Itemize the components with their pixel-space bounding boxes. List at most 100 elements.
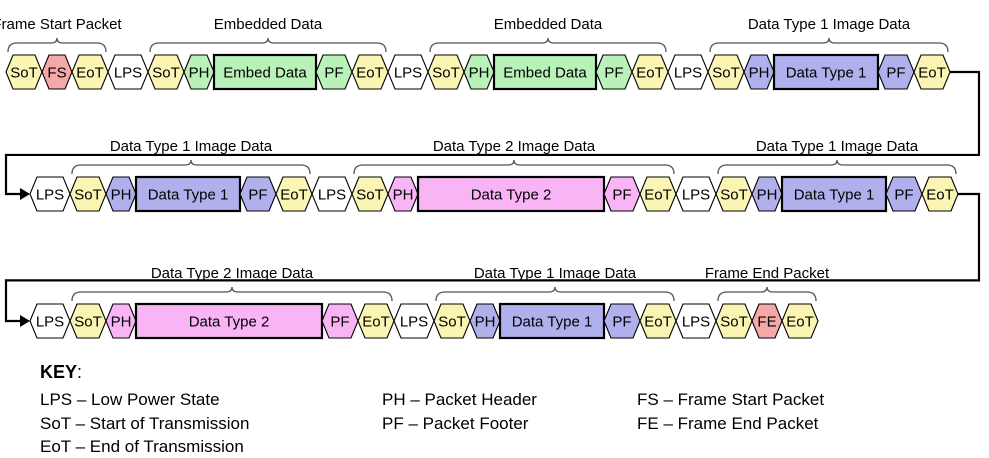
sot-packet-label: SoT	[432, 65, 460, 82]
lps-packet-label: LPS	[36, 187, 64, 204]
key-title: KEY:	[40, 362, 83, 382]
connector-line	[4, 70, 981, 196]
lps-packet-label: LPS	[394, 65, 422, 82]
sot-packet-label: SoT	[74, 187, 102, 204]
sot-packet-label: SoT	[712, 65, 740, 82]
pf-packet-label: PF	[886, 65, 905, 82]
pf-packet-label: PF	[612, 187, 631, 204]
key-entry-fs: FS – Frame Start Packet	[637, 390, 825, 409]
payload-data-type-2	[416, 175, 606, 213]
sot-packet-label: SoT	[720, 314, 748, 331]
sot-packet-label: SoT	[720, 187, 748, 204]
bracket-data-type-1-image-data: Data Type 1 Image Data	[709, 16, 949, 53]
key-legend: KEY: LPS – Low Power State SoT – Start o…	[40, 362, 980, 458]
lps-packet-label: LPS	[682, 187, 710, 204]
payload-embed-data-label: Embed Data	[223, 65, 307, 82]
ph-packet-label: PH	[475, 314, 496, 331]
eot-packet-label: EoT	[636, 65, 664, 82]
payload-data-type-1-label: Data Type 1	[786, 65, 867, 82]
eot-packet-label: EoT	[644, 314, 672, 331]
bracket-label: Data Type 1 Image Data	[748, 16, 911, 33]
pf-packet-label: PF	[894, 187, 913, 204]
key-entry-lps: LPS – Low Power State	[40, 390, 220, 409]
payload-embed-data-label: Embed Data	[503, 65, 587, 82]
pf-packet-label: PF	[604, 65, 623, 82]
bracket-data-type-2-image-data: Data Type 2 Image Data	[353, 138, 675, 175]
row-connector-2	[4, 192, 981, 327]
payload-data-type-1	[772, 53, 880, 91]
bracket-brace	[717, 159, 957, 175]
pf-packet-label: PF	[248, 187, 267, 204]
eot-packet-label: EoT	[926, 187, 954, 204]
lps-packet-label: LPS	[114, 65, 142, 82]
bracket-brace	[429, 37, 667, 53]
packet-row-2: LPS SoT PH Data Type 1 PF EoT LPS SoT PH Data Typ…	[29, 138, 959, 213]
ph-packet-label: PH	[111, 314, 132, 331]
payload-data-type-2	[134, 302, 324, 340]
eot-packet-label: EoT	[918, 65, 946, 82]
bracket-data-type-1-image-data: Data Type 1 Image Data	[435, 265, 675, 302]
bracket-label: Data Type 1 Image Data	[110, 138, 273, 155]
bracket-brace	[435, 286, 675, 302]
pf-packet-label: PF	[324, 65, 343, 82]
lps-packet-label: LPS	[400, 314, 428, 331]
bracket-brace	[709, 37, 949, 53]
row-connector-1	[4, 70, 981, 200]
eot-packet-label: EoT	[362, 314, 390, 331]
ph-packet-label: PH	[393, 187, 414, 204]
payload-embed-data	[212, 53, 318, 91]
bracket-label: Data Type 2 Image Data	[433, 138, 596, 155]
eot-packet-label: EoT	[280, 187, 308, 204]
connector-line	[4, 192, 981, 323]
ph-packet-label: PH	[469, 65, 490, 82]
fs-packet-label: FS	[47, 65, 66, 82]
pf-packet-label: PF	[330, 314, 349, 331]
packet-row-1: SoT FS EoT LPS SoT PH Embed Data PF EoT LPS SoT PH E…	[0, 16, 951, 91]
bracket-brace	[7, 37, 107, 53]
eot-packet-label: EoT	[644, 187, 672, 204]
bracket-brace	[149, 37, 387, 53]
connector-arrowhead	[20, 188, 30, 200]
payload-data-type-2-label: Data Type 2	[189, 314, 270, 331]
sot-packet-label: SoT	[356, 187, 384, 204]
lps-packet-label: LPS	[682, 314, 710, 331]
bracket-label: Data Type 2 Image Data	[151, 265, 314, 282]
lps-packet-label: LPS	[318, 187, 346, 204]
ph-packet-label: PH	[757, 187, 778, 204]
key-entry-ph: PH – Packet Header	[382, 390, 537, 409]
bracket-brace	[353, 159, 675, 175]
connector-arrowhead	[20, 315, 30, 327]
bracket-embedded-data: Embedded Data	[429, 16, 667, 53]
key-entry-eot: EoT – End of Transmission	[40, 437, 244, 456]
lps-packet-label: LPS	[674, 65, 702, 82]
bracket-frame-start-packet: Frame Start Packet	[0, 16, 122, 53]
bracket-label: Data Type 1 Image Data	[474, 265, 637, 282]
payload-data-type-2-label: Data Type 2	[471, 187, 552, 204]
sot-packet-label: SoT	[74, 314, 102, 331]
payload-data-type-1-label: Data Type 1	[148, 187, 229, 204]
bracket-label: Frame End Packet	[705, 265, 830, 282]
bracket-label: Data Type 1 Image Data	[756, 138, 919, 155]
key-entry-fe: FE – Frame End Packet	[637, 414, 819, 433]
packet-row-3: LPS SoT PH Data Type 2 PF EoT LPS SoT PH Data Typ…	[29, 265, 830, 340]
eot-packet-label: EoT	[356, 65, 384, 82]
bracket-label: Embedded Data	[494, 16, 603, 33]
bracket-label: Frame Start Packet	[0, 16, 122, 33]
ph-packet-label: PH	[749, 65, 770, 82]
bracket-label: Embedded Data	[214, 16, 323, 33]
bracket-brace	[71, 286, 393, 302]
payload-data-type-1-label: Data Type 1	[512, 314, 593, 331]
pf-packet-label: PF	[612, 314, 631, 331]
bracket-data-type-1-image-data: Data Type 1 Image Data	[71, 138, 311, 175]
bracket-data-type-1-image-data: Data Type 1 Image Data	[717, 138, 957, 175]
sot-packet-label: SoT	[10, 65, 38, 82]
payload-data-type-1	[498, 302, 606, 340]
bracket-data-type-2-image-data: Data Type 2 Image Data	[71, 265, 393, 302]
key-entry-pf: PF – Packet Footer	[382, 414, 529, 433]
lps-packet-label: LPS	[36, 314, 64, 331]
key-entry-sot: SoT – Start of Transmission	[40, 414, 250, 433]
bracket-brace	[717, 286, 817, 302]
payload-data-type-1-label: Data Type 1	[794, 187, 875, 204]
ph-packet-label: PH	[189, 65, 210, 82]
bracket-brace	[71, 159, 311, 175]
